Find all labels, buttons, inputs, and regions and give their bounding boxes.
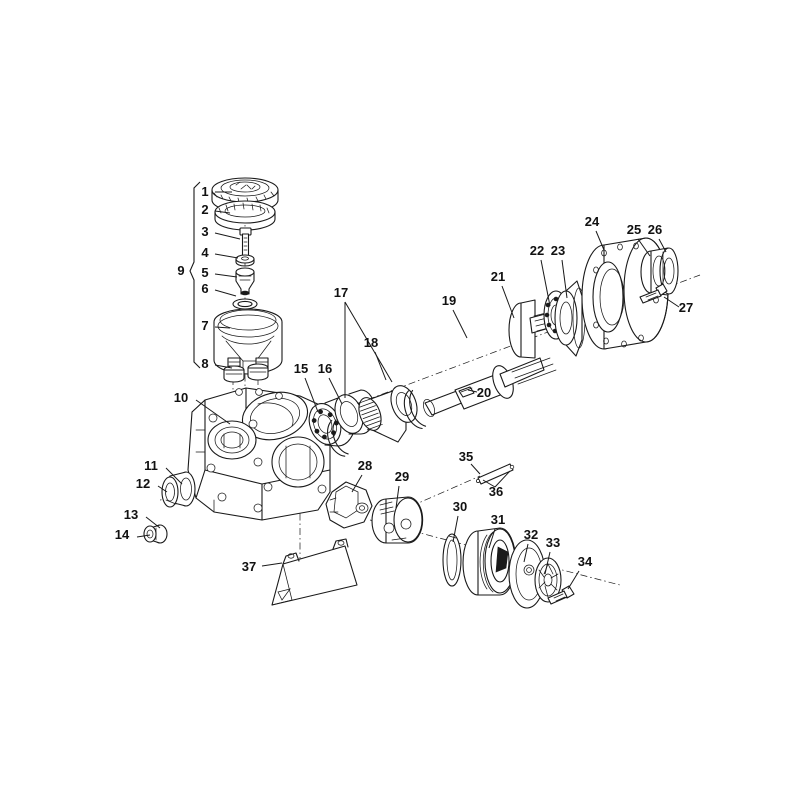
callout-25: 25 (627, 222, 641, 237)
callout-4: 4 (201, 245, 209, 260)
callout-27: 27 (679, 300, 693, 315)
callout-31: 31 (491, 512, 505, 527)
part-seal-rings (161, 471, 196, 508)
callout-22: 22 (530, 243, 544, 258)
part-pulley-drum (462, 527, 517, 596)
callout-16: 16 (318, 361, 332, 376)
shaft-assembly (308, 357, 557, 457)
part-center-bolt (547, 585, 575, 605)
callout-2: 2 (201, 202, 208, 217)
part-link-pin (476, 463, 515, 485)
group-9-bracket (189, 181, 201, 369)
part-drain-plug (223, 363, 269, 383)
callout-23: 23 (551, 243, 565, 258)
part-o-ring (232, 298, 258, 310)
callout-14: 14 (115, 527, 130, 542)
callout-20: 20 (477, 385, 491, 400)
part-cover-plate (271, 538, 358, 606)
pulley-assembly (325, 463, 575, 609)
leader-lines (136, 191, 680, 590)
part-washer (235, 254, 255, 267)
callout-19: 19 (442, 293, 456, 308)
callout-29: 29 (395, 469, 409, 484)
callout-7: 7 (201, 318, 208, 333)
part-eccentric-hub (371, 496, 424, 544)
part-bolt-washer-small (143, 524, 168, 544)
callout-21: 21 (491, 269, 505, 284)
callout-13: 13 (124, 507, 138, 522)
part-retaining-ring (442, 533, 462, 587)
callout-5: 5 (201, 265, 208, 280)
part-mounting-bracket (325, 481, 373, 529)
callout-10: 10 (174, 390, 188, 405)
callout-12: 12 (136, 476, 150, 491)
reservoir-assembly (211, 177, 283, 383)
callout-18: 18 (364, 335, 378, 350)
part-reservoir-bowl (213, 308, 283, 375)
callout-26: 26 (648, 222, 662, 237)
callout-11: 11 (144, 458, 158, 473)
part-retaining-ring-pair (326, 389, 427, 457)
part-filler-cap (211, 177, 279, 213)
part-valve-fitting (235, 267, 255, 296)
part-pump-housing (187, 387, 331, 521)
part-bearing-cover (554, 280, 586, 357)
callout-24: 24 (585, 214, 600, 229)
callout-3: 3 (201, 224, 208, 239)
callout-15: 15 (294, 361, 308, 376)
callout-32: 32 (524, 527, 538, 542)
callout-17: 17 (334, 285, 348, 300)
flange-assembly (508, 237, 679, 359)
callout-28: 28 (358, 458, 372, 473)
callout-6: 6 (201, 281, 208, 296)
callout-1: 1 (201, 184, 208, 199)
callout-30: 30 (453, 499, 467, 514)
callout-33: 33 (546, 535, 560, 550)
part-flange-bolt (639, 283, 668, 304)
callout-9: 9 (177, 263, 184, 278)
callout-37: 37 (242, 559, 256, 574)
part-bolt-long (239, 227, 252, 257)
callout-36: 36 (489, 484, 503, 499)
callout-34: 34 (578, 554, 593, 569)
part-woodruff-key (458, 386, 475, 398)
part-impeller-plate (534, 557, 562, 603)
callout-labels: 1 2 3 4 5 6 7 8 9 10 11 12 13 14 15 16 1… (115, 184, 693, 574)
callout-8: 8 (201, 356, 208, 371)
callout-35: 35 (459, 449, 473, 464)
